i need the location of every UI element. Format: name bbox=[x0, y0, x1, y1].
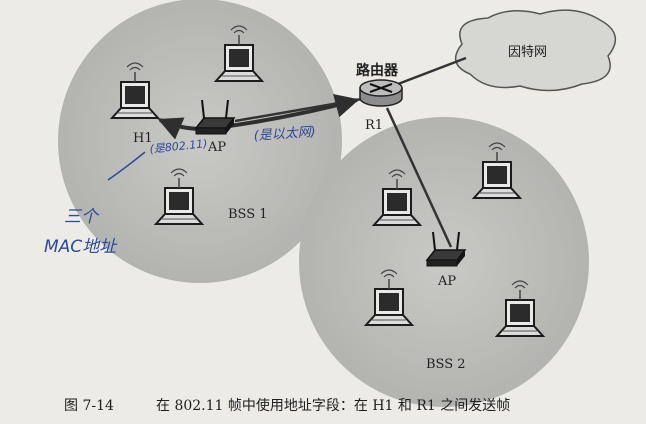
handwritten-note-line2: MAC地址 bbox=[44, 237, 118, 257]
router-r1 bbox=[359, 79, 403, 107]
ap1-label: AP bbox=[207, 140, 226, 155]
figure-number: 图 7-14 bbox=[64, 398, 114, 414]
handwritten-pointer-line bbox=[107, 151, 146, 181]
router-title: 路由器 bbox=[356, 62, 399, 79]
handwritten-link-wireless: (是802.11) bbox=[149, 137, 208, 156]
link-router-internet bbox=[397, 56, 467, 86]
bss1-area bbox=[58, 0, 342, 283]
handwritten-link-ethernet: (是以太网) bbox=[253, 125, 316, 144]
link-router-ap2 bbox=[385, 107, 453, 248]
host-h1-label: H1 bbox=[133, 131, 153, 146]
bss1-label: BSS 1 bbox=[228, 207, 268, 222]
internet-label: 因特网 bbox=[508, 45, 547, 60]
internet-cloud bbox=[454, 9, 617, 92]
router-name: R1 bbox=[365, 118, 383, 133]
handwritten-note-line1: 三个 bbox=[64, 207, 100, 227]
figure-caption: 在 802.11 帧中使用地址字段：在 H1 和 R1 之间发送帧 bbox=[156, 397, 510, 414]
bss2-label: BSS 2 bbox=[426, 357, 466, 372]
ap2-label: AP bbox=[437, 274, 456, 289]
